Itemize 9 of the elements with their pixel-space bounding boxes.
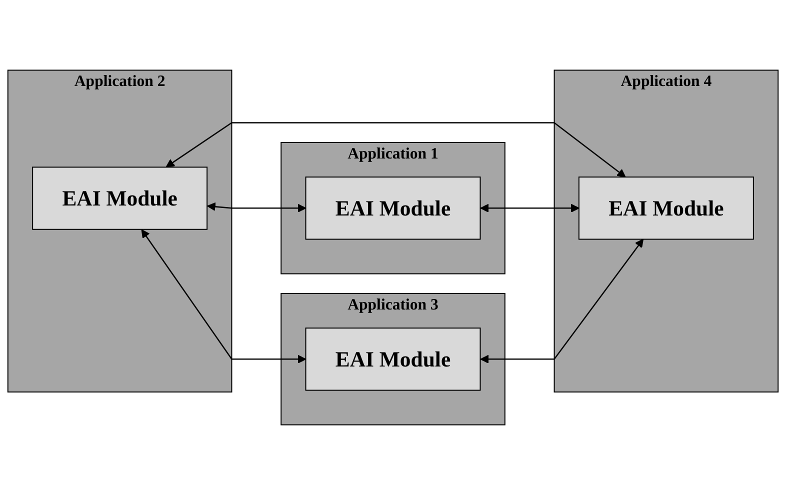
node-box: EAI Module xyxy=(305,328,481,391)
arrow xyxy=(141,229,306,364)
node-box: EAI Module xyxy=(32,166,208,230)
arrow xyxy=(166,122,626,178)
arrow xyxy=(480,238,644,364)
arrow xyxy=(480,204,580,212)
arrow xyxy=(207,202,306,212)
node-box: EAI Module xyxy=(305,176,481,240)
node-box: EAI Module xyxy=(578,176,754,240)
